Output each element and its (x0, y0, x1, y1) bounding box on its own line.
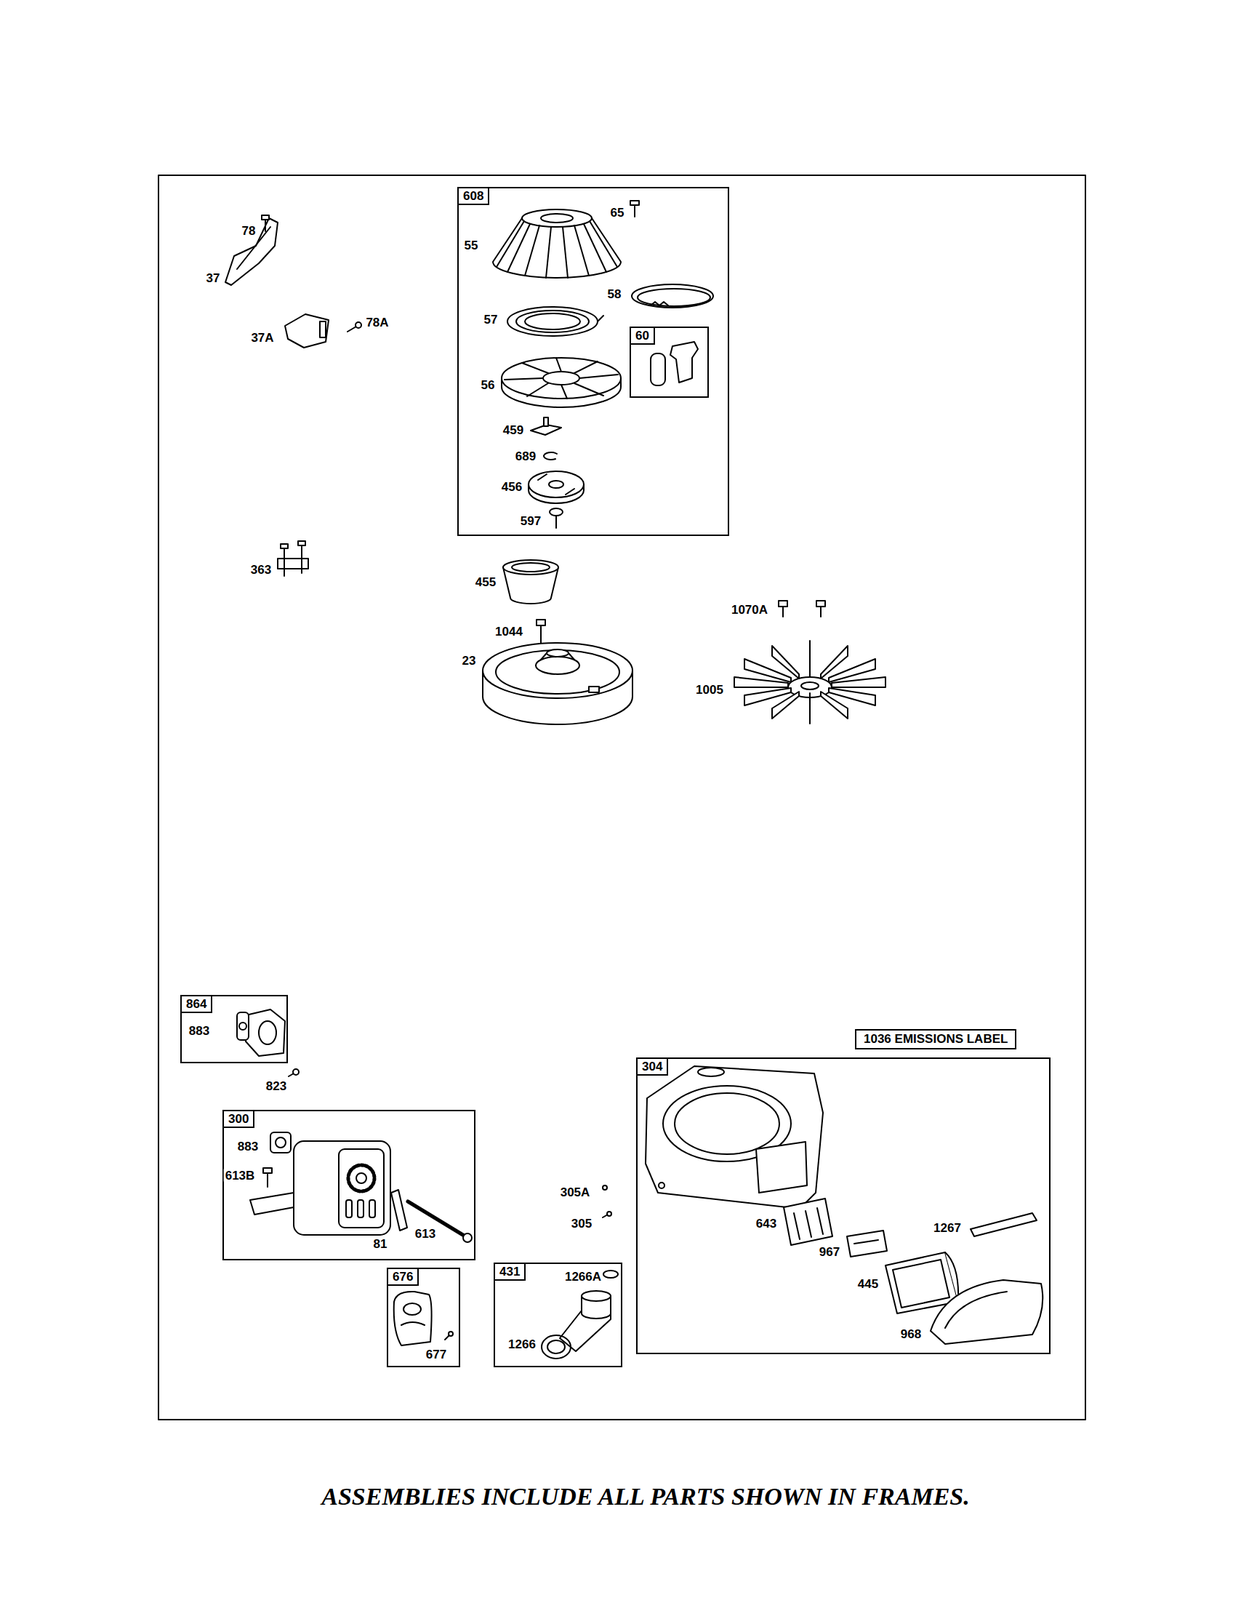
callout-number: 37A (249, 331, 275, 344)
assembly-number: 608 (457, 186, 490, 206)
callout-number: 445 (856, 1277, 880, 1290)
callout-number: 967 (817, 1245, 842, 1258)
assembly-frame: 676 677 (386, 1267, 461, 1367)
callout-number: 597 (519, 514, 543, 528)
callout-number: 883 (236, 1139, 260, 1153)
callout-number: 57 (482, 313, 500, 326)
starter-cup (503, 559, 559, 604)
assembly-number: 304 (636, 1057, 669, 1076)
callout-number: 1044 (493, 625, 525, 638)
grille (783, 1198, 833, 1245)
terminal-block (277, 540, 309, 576)
screw (288, 1068, 299, 1076)
muffler (250, 1131, 472, 1242)
starter-rope (631, 284, 714, 308)
callout-number: 456 (500, 480, 524, 493)
callout-number: 56 (479, 378, 497, 392)
callout-number: 1070A (729, 603, 770, 616)
screw (602, 1185, 612, 1218)
assembly-frame: 864 883 (180, 994, 288, 1063)
intake-elbow (541, 1270, 618, 1359)
bar (970, 1212, 1037, 1236)
screw (549, 508, 563, 528)
cooling-fan (734, 640, 886, 724)
callout-number: 968 (899, 1327, 923, 1340)
guide-plate (284, 314, 329, 348)
callout-number: 455 (474, 575, 498, 589)
callout-number: 1266 (506, 1337, 538, 1351)
bolt (536, 619, 546, 643)
callout-number: 613B (223, 1169, 257, 1182)
assembly-frame: 60 (629, 326, 709, 398)
callout-number: 613 (413, 1227, 437, 1240)
callout-number: 689 (513, 450, 538, 463)
assembly-number: 864 (180, 994, 213, 1013)
assembly-number: 676 (386, 1267, 419, 1286)
screw (347, 322, 362, 332)
callout-number: 78 (240, 224, 258, 238)
pawl (530, 417, 562, 435)
muffler-guard (394, 1291, 453, 1345)
callout-number: 1267 (932, 1221, 963, 1234)
screw (261, 215, 269, 232)
assembly-number: 60 (629, 326, 656, 345)
callout-number: 363 (249, 563, 273, 576)
cover (930, 1279, 1043, 1344)
rewind-spring (507, 306, 604, 336)
callout-number: 459 (501, 423, 525, 437)
callout-number: 65 (609, 206, 626, 219)
retainer (528, 471, 584, 504)
assembly-frame: 431 1266A 1266 (493, 1262, 623, 1367)
callout-number: 305A (559, 1185, 592, 1199)
callout-number: 78A (364, 316, 390, 329)
callout-number: 1266A (563, 1270, 603, 1283)
callout-number: 58 (606, 287, 624, 301)
assembly-number: 431 (493, 1262, 526, 1281)
pulley (501, 357, 621, 408)
assembly-number: 300 (222, 1109, 255, 1128)
pawl-spring (543, 452, 557, 460)
callout-number: 823 (264, 1079, 288, 1092)
blower-housing (645, 1065, 823, 1209)
callout-number: 37 (205, 271, 222, 285)
label-box: 1036 EMISSIONS LABEL (854, 1028, 1017, 1050)
callout-number: 305 (569, 1217, 594, 1230)
label-text: 1036 EMISSIONS LABEL (863, 1032, 1008, 1045)
exhaust-elbow (237, 1009, 285, 1056)
callout-number: 1005 (694, 683, 725, 696)
starter-handle (650, 341, 698, 386)
assembly-frame: 608 65 55 58 57 56 459 689 456 597 60 (457, 186, 730, 536)
label-plate (846, 1230, 887, 1257)
assembly-frame: 300 883 613B 81 613 (222, 1109, 476, 1260)
callout-number: 23 (460, 654, 478, 667)
air-guide-bracket (225, 218, 278, 285)
callout-number: 81 (372, 1237, 389, 1250)
starter-housing (492, 209, 621, 278)
caption: ASSEMBLIES INCLUDE ALL PARTS SHOWN IN FR… (319, 1483, 972, 1509)
flywheel (482, 642, 633, 725)
page-frame (158, 175, 1086, 1420)
callout-number: 643 (754, 1217, 778, 1230)
assembly-frame: 304 643 967 1267 445 968 (636, 1057, 1051, 1354)
callout-number: 55 (463, 239, 480, 252)
callout-number: 677 (424, 1347, 448, 1361)
screw (778, 600, 826, 617)
callout-number: 883 (187, 1024, 211, 1037)
screw (630, 200, 640, 217)
